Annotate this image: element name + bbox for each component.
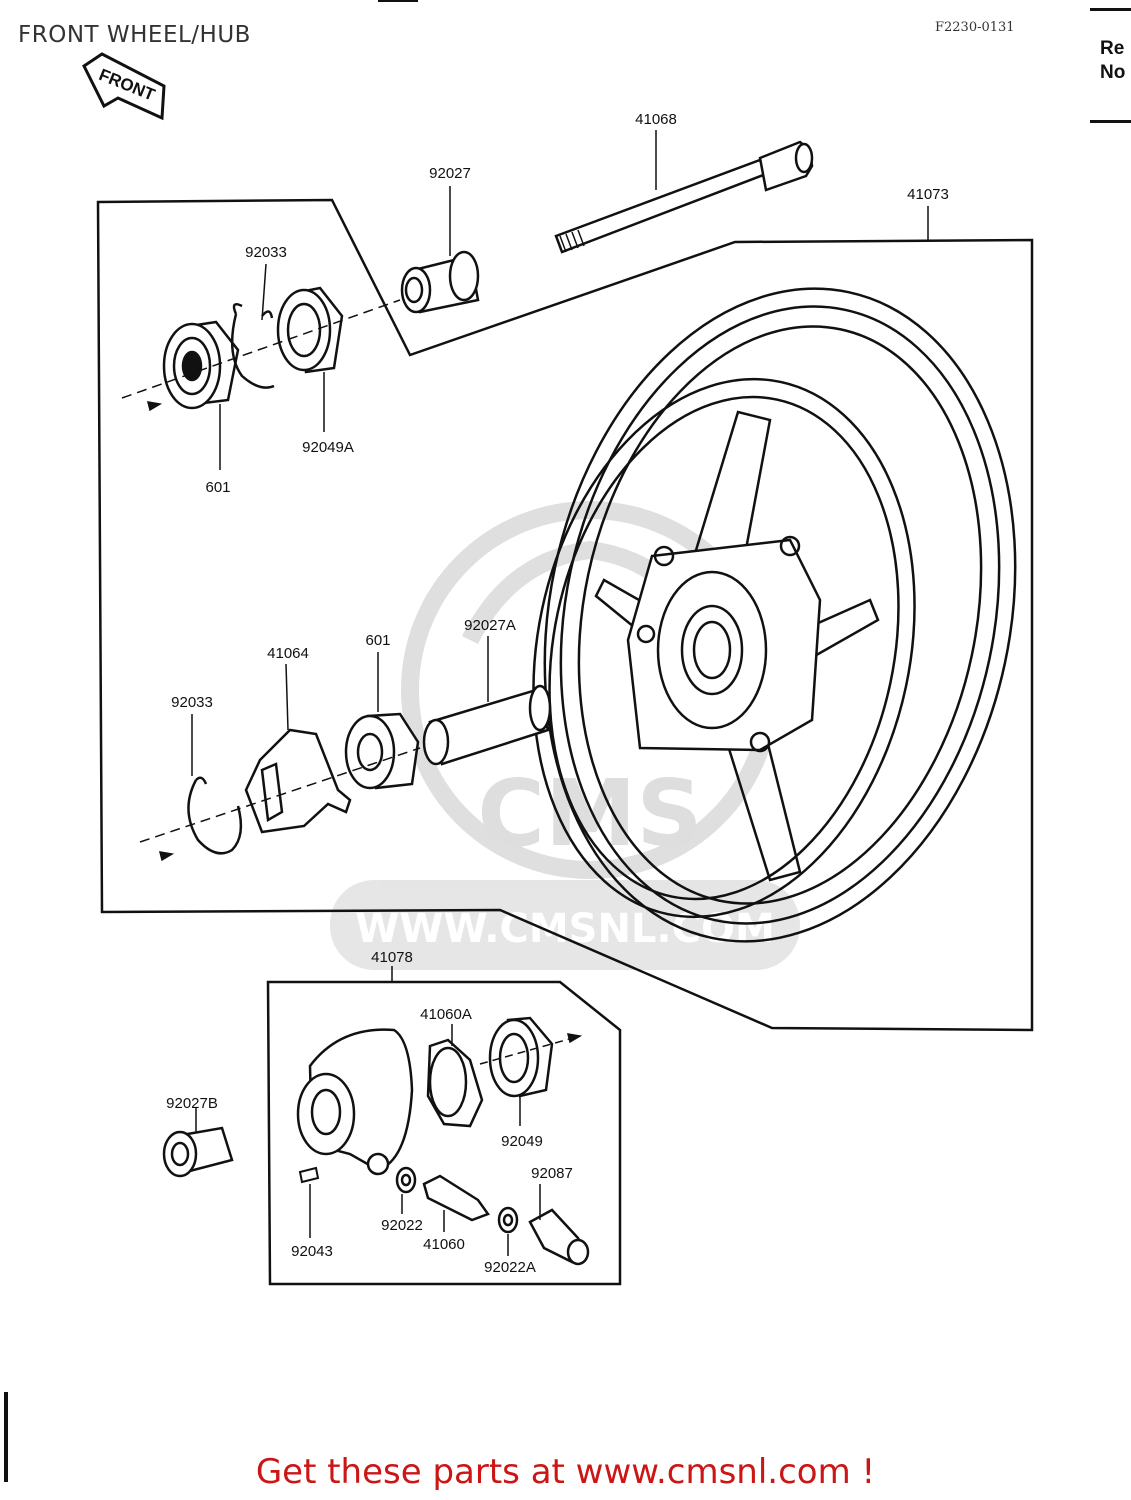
axle-41068 [554, 140, 814, 254]
watermark-brand: CMS [477, 760, 702, 867]
page-title: FRONT WHEEL/HUB [18, 22, 251, 48]
wheel-assembly-outline [96, 198, 1034, 1032]
oil-seal-92049 [488, 1016, 554, 1098]
part-label-92027: 92027 [429, 165, 471, 182]
part-label-41068: 41068 [635, 111, 677, 128]
part-label-92087: 92087 [531, 1165, 573, 1182]
part-label-41078: 41078 [371, 949, 413, 966]
corner-rule-bottom [1090, 120, 1131, 123]
part-label-41060A: 41060A [420, 1006, 472, 1023]
figure-code: F2230-0131 [935, 20, 1015, 35]
gear-assembly-outline [266, 980, 622, 1286]
corner-label-line2: No [1100, 62, 1126, 83]
part-label-92033-top: 92033 [245, 244, 287, 261]
gear-axis-line [479, 1033, 583, 1065]
part-label-41060: 41060 [423, 1236, 465, 1253]
ball-bearing-601-lower [344, 712, 420, 790]
gear-stopper-41064 [244, 728, 352, 834]
part-label-92033-lower: 92033 [171, 694, 213, 711]
distance-collar-92027A [422, 684, 552, 766]
front-arrow-icon: FRONT [82, 52, 166, 121]
part-label-92022: 92022 [381, 1217, 423, 1234]
part-label-601-lower: 601 [365, 632, 390, 649]
part-label-92049A: 92049A [302, 439, 354, 456]
watermark-pill [330, 880, 800, 970]
part-label-92027B: 92027B [166, 1095, 218, 1112]
ball-bearing-601-top [162, 320, 240, 410]
collar-92027B [162, 1126, 234, 1178]
part-label-41064: 41064 [267, 645, 309, 662]
part-label-92049: 92049 [501, 1133, 543, 1150]
circlip-92033-top [230, 303, 275, 389]
washer-92022 [395, 1166, 417, 1194]
lower-axis-line [139, 747, 421, 862]
part-label-41073: 41073 [907, 186, 949, 203]
oil-seal-92049A [276, 286, 344, 374]
gear-housing-41078 [296, 1028, 414, 1176]
part-label-92043: 92043 [291, 1243, 333, 1260]
footer-promo-text: Get these parts at www.cmsnl.com ! [255, 1452, 876, 1492]
top-axis-line [121, 299, 401, 412]
circlip-92033-lower [187, 776, 243, 855]
gear-41060A [426, 1038, 484, 1128]
wheel-41073 [532, 287, 1017, 943]
washer-92022A [497, 1206, 519, 1234]
bushing-92087 [528, 1208, 590, 1266]
part-label-92027A: 92027A [464, 617, 516, 634]
watermark-url: WWW.CMSNL.COM [355, 906, 775, 952]
part-label-601-top: 601 [205, 479, 230, 496]
spacer-92027 [400, 250, 480, 314]
pinion-41060 [422, 1174, 490, 1222]
top-edge-rule [378, 0, 418, 2]
pin-92043 [298, 1166, 320, 1184]
corner-rule-top [1090, 8, 1131, 11]
leader-lines [191, 130, 929, 1256]
corner-label-line1: Re [1100, 38, 1125, 59]
part-label-92022A: 92022A [484, 1259, 536, 1276]
part-labels: 41068 92027 41073 92033 92049A 601 41064… [166, 111, 949, 1276]
left-edge-rule [4, 1392, 8, 1482]
